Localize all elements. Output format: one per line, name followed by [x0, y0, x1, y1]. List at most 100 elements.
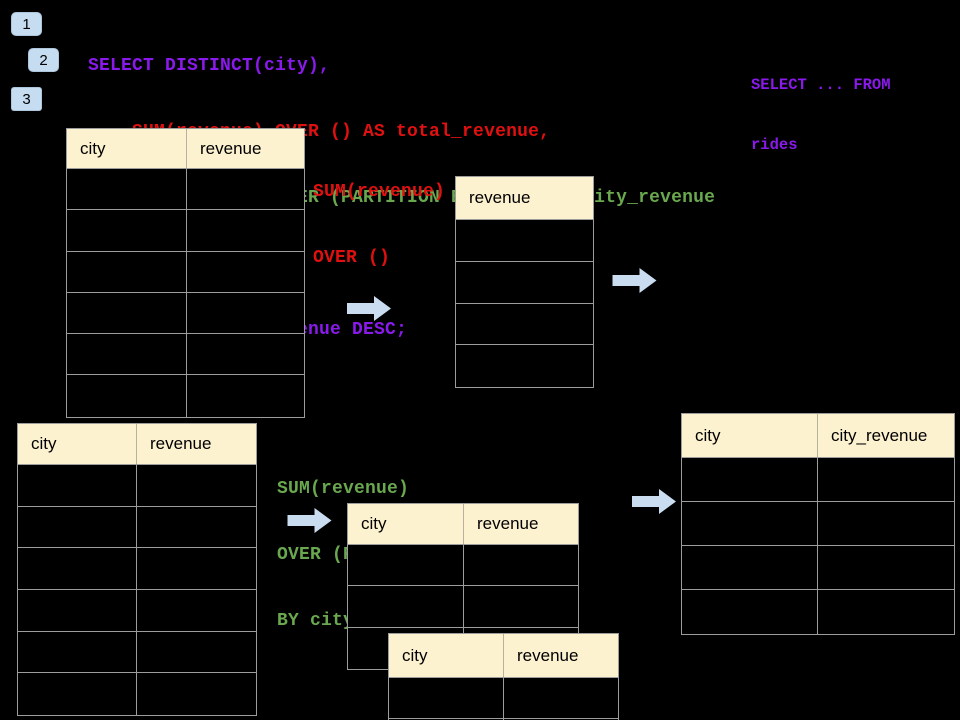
table-cell	[187, 210, 304, 250]
table-row	[18, 673, 256, 716]
step-badge-label: 1	[22, 15, 31, 33]
table-row	[18, 590, 256, 632]
table-body	[682, 458, 954, 634]
table-cell	[456, 304, 593, 345]
table-cell	[682, 458, 818, 501]
step-badge-3: 3	[11, 87, 42, 111]
table-cell	[348, 586, 464, 627]
annotation-line: SUM(revenue)	[277, 479, 410, 499]
table-source-top: city revenue	[66, 128, 305, 418]
side-note: SELECT ... FROM rides	[751, 35, 891, 195]
table-row	[67, 375, 304, 417]
table-cell	[137, 673, 256, 715]
table-cell	[818, 458, 954, 501]
right-arrow-icon	[612, 268, 657, 293]
table-partition-overlay: city revenue	[388, 633, 619, 720]
table-cell	[67, 169, 187, 210]
column-header-city-revenue: city_revenue	[831, 425, 928, 445]
table-cell	[682, 546, 818, 589]
table-row	[67, 334, 304, 376]
table-cell	[504, 678, 618, 718]
table-source-bottom: city revenue	[17, 423, 257, 717]
table-row	[67, 292, 304, 335]
column-header-revenue: revenue	[150, 434, 212, 453]
table-row	[348, 586, 578, 628]
table-cell	[456, 220, 593, 261]
table-cell	[818, 590, 954, 634]
right-arrow-icon	[287, 508, 332, 533]
table-row	[682, 458, 954, 502]
sql-line-select: SELECT DISTINCT(city),	[88, 56, 331, 76]
table-cell	[187, 252, 304, 292]
table-cell	[187, 375, 304, 416]
table-cell	[137, 590, 256, 631]
table-header-row: revenue	[456, 177, 593, 220]
table-row	[389, 678, 618, 719]
table-cell	[456, 262, 593, 303]
table-cell	[137, 465, 256, 506]
table-row	[456, 220, 593, 262]
table-row	[67, 169, 304, 211]
table-cell	[348, 545, 464, 586]
table-cell	[682, 590, 818, 634]
table-header-row: city revenue	[67, 129, 304, 169]
table-cell	[389, 678, 504, 718]
table-cell	[682, 502, 818, 545]
table-cell	[18, 590, 137, 631]
table-total-result: revenue	[455, 176, 594, 389]
table-row	[456, 345, 593, 387]
table-cell	[67, 375, 187, 417]
table-cell	[18, 465, 137, 506]
table-row	[456, 304, 593, 346]
right-arrow-icon	[632, 489, 676, 514]
table-header-row: city revenue	[348, 504, 578, 545]
step-badge-2: 2	[28, 48, 59, 72]
table-cell	[187, 334, 304, 374]
table-cell	[18, 631, 137, 673]
table-body	[18, 465, 256, 716]
table-row	[682, 502, 954, 546]
table-row	[18, 548, 256, 591]
table-cell	[18, 673, 137, 716]
column-header-city: city	[389, 634, 504, 677]
table-cell	[67, 334, 187, 375]
table-cell	[137, 548, 256, 589]
table-cell	[464, 545, 578, 585]
table-cell	[464, 586, 578, 626]
table-cell	[818, 502, 954, 545]
table-row	[682, 546, 954, 590]
table-row	[456, 262, 593, 304]
table-row	[348, 545, 578, 587]
table-body	[67, 169, 304, 417]
step-badge-label: 2	[39, 51, 48, 69]
table-cell	[137, 632, 256, 673]
step-badge-label: 3	[22, 90, 31, 108]
table-cell	[187, 293, 304, 333]
table-cell	[18, 506, 137, 548]
column-header-city: city	[18, 424, 137, 464]
table-cell	[67, 292, 187, 334]
table-row	[18, 506, 256, 549]
table-cell	[67, 210, 187, 251]
column-header-city: city	[682, 414, 818, 457]
annotation-line: OVER ()	[313, 248, 391, 268]
column-header-city: city	[67, 129, 187, 168]
side-note-line: SELECT ... FROM	[751, 76, 891, 94]
table-cell	[137, 507, 256, 548]
table-header-row: city revenue	[389, 634, 618, 678]
table-final-result: city city_revenue	[681, 413, 955, 635]
table-header-row: city revenue	[18, 424, 256, 465]
table-cell	[187, 169, 304, 209]
table-cell	[67, 251, 187, 292]
column-header-revenue: revenue	[200, 138, 262, 158]
table-row	[682, 590, 954, 634]
table-body	[389, 678, 618, 720]
step-badge-1: 1	[11, 12, 42, 36]
table-row	[18, 631, 256, 674]
column-header-city: city	[348, 504, 464, 544]
total-revenue-annotation: SUM(revenue) OVER ()	[313, 137, 445, 313]
table-row	[18, 465, 256, 507]
table-row	[67, 210, 304, 252]
side-note-line: rides	[751, 136, 798, 154]
